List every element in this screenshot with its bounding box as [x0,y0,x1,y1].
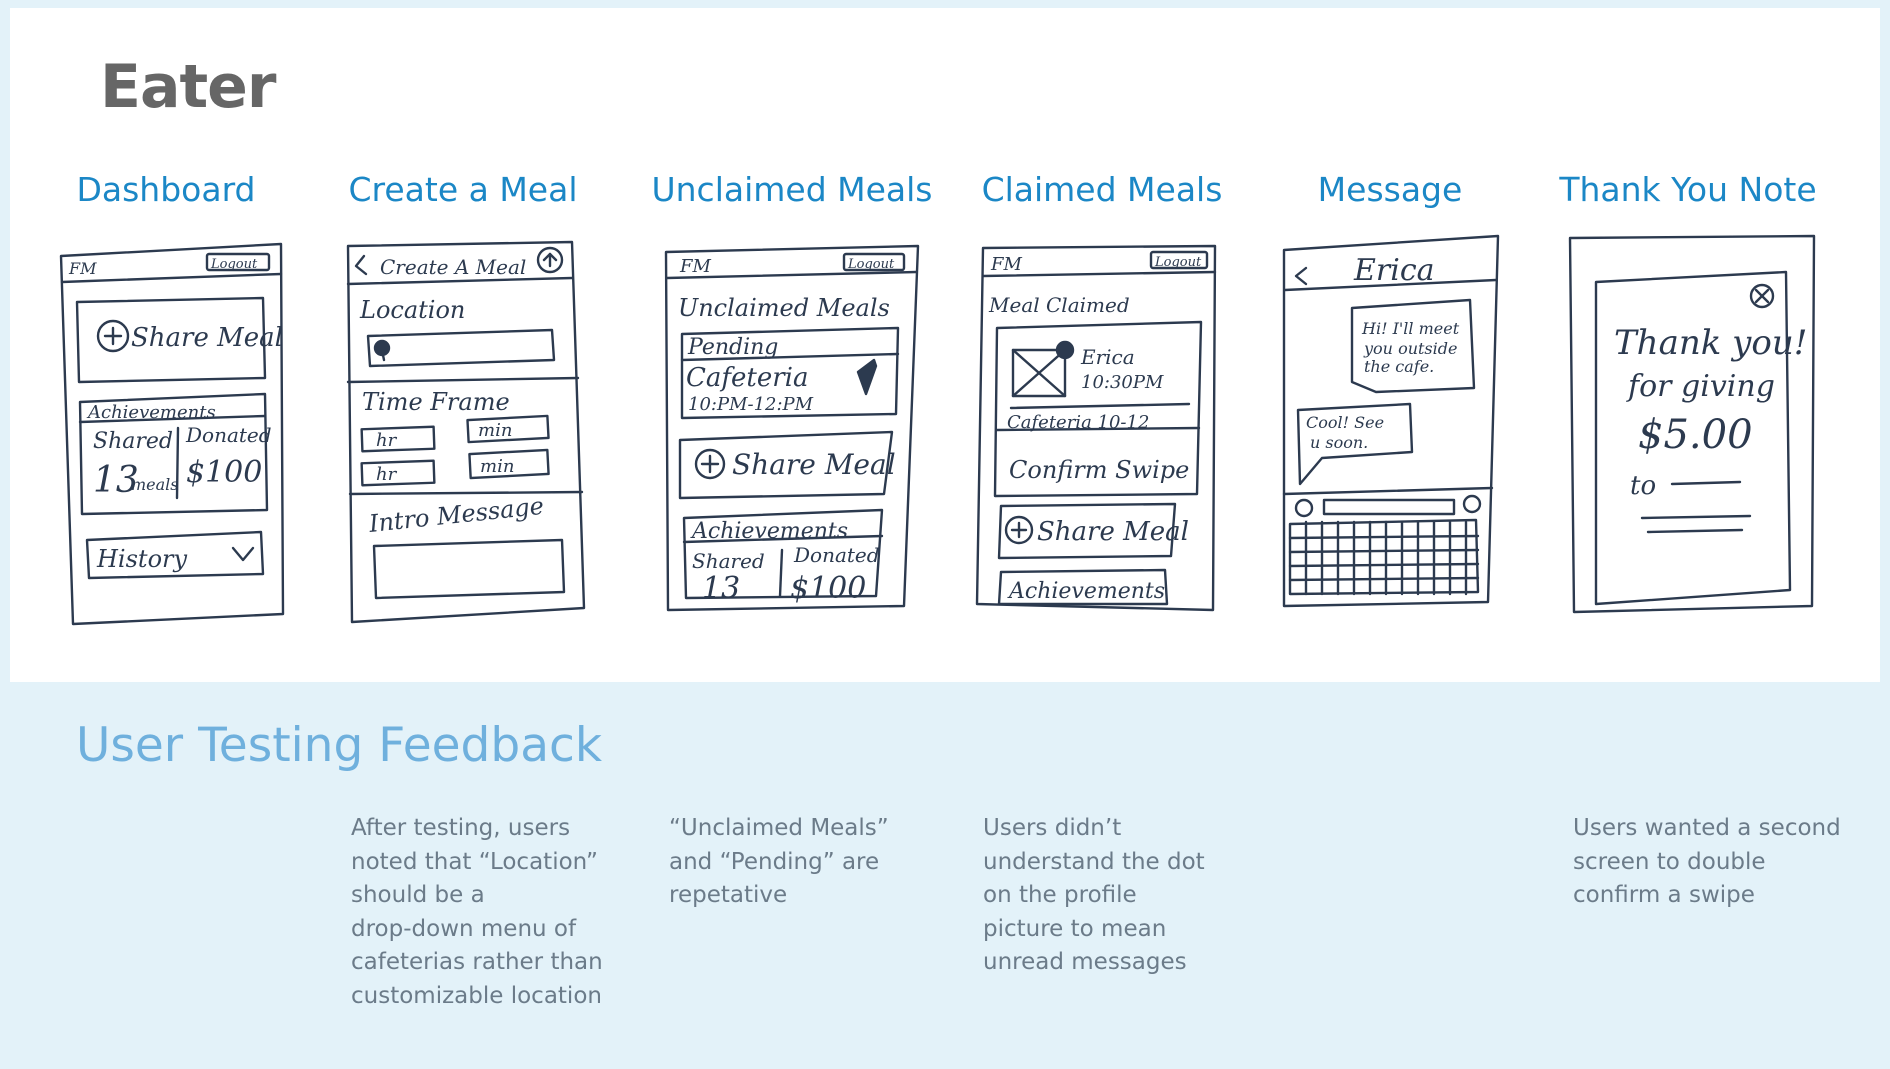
history-dropdown [85,530,265,580]
svg-text:Achievements: Achievements [1007,579,1165,604]
feedback-note-unclaimed-meals: “Unclaimed Meals” and “Pending” are repe… [669,815,889,908]
svg-text:$100: $100 [790,571,866,606]
share-meal-label: Share Meal [131,323,283,353]
intro-message-label: Intro Message [367,492,545,538]
svg-text:Meal Claimed: Meal Claimed [988,293,1130,317]
create-meal-sketch: Create A Meal Location Time Frame hr min… [346,240,586,624]
keyboard [1288,518,1480,596]
shared-value: 13 [93,460,139,501]
svg-text:for giving: for giving [1626,369,1775,404]
svg-text:Confirm Swipe: Confirm Swipe [1009,456,1189,484]
svg-text:Shared: Shared [692,549,765,573]
keyboard-keys [1288,520,1480,596]
svg-text:10:PM-12:PM: 10:PM-12:PM [688,394,814,415]
svg-text:$5.00: $5.00 [1638,412,1753,458]
screen-title-message: Message [1317,170,1463,209]
svg-text:13: 13 [702,571,740,606]
unclaimed-heading: Unclaimed Meals [678,294,890,322]
svg-text:Share Meal: Share Meal [1037,517,1189,547]
intro-message-field [372,538,566,600]
svg-text:Pending: Pending [687,335,778,360]
page-title: Eater [100,52,276,122]
svg-text:hr: hr [376,464,398,485]
phone-frame [1568,234,1816,614]
svg-text:Donated: Donated [793,543,880,567]
time-frame-label: Time Frame [362,388,510,416]
donated-value: $100 [186,455,262,490]
feedback-note-claimed-meals: Users didn’t understand the dot on the p… [983,815,1205,975]
achievements-label: Achievements [86,402,216,423]
svg-text:Erica: Erica [1353,253,1435,288]
share-meal-box [678,430,894,500]
svg-text:Share Meal: Share Meal [732,448,896,481]
location-field [366,328,556,368]
screen-title-create-a-meal: Create a Meal [348,170,578,209]
share-meal-box [75,296,267,384]
screen-title-dashboard: Dashboard [76,170,256,209]
achievements-box [997,568,1169,606]
send-icon [1462,494,1482,514]
svg-text:Logout: Logout [847,257,895,272]
shared-label: Shared [93,429,173,454]
achievements-box [682,508,884,600]
donated-label: Donated [185,423,272,447]
feedback-note-create-meal: After testing, users noted that “Locatio… [351,815,603,1009]
phone-frame [1282,234,1500,608]
achievements-box [78,392,269,516]
svg-text:Achievements: Achievements [690,519,848,544]
feedback-title: User Testing Feedback [76,718,603,773]
svg-text:Cool! See: Cool! See [1306,413,1384,432]
shared-unit: meals [131,475,179,494]
svg-text:10:30PM: 10:30PM [1081,372,1164,393]
edit-icon [856,358,878,396]
svg-text:Thank you!: Thank you! [1614,323,1807,363]
thank-you-note-sketch: Thank you! for giving $5.00 to [1568,234,1816,614]
message-input [1322,498,1456,516]
svg-text:Erica: Erica [1080,345,1135,369]
brand-label: FM [68,259,97,278]
screen-title-thank-you-note: Thank You Note [1559,170,1817,209]
svg-text:u soon.: u soon. [1310,433,1368,452]
unclaimed-meals-sketch: FM Logout Unclaimed Meals Pending Cafete… [664,244,920,612]
pending-card [680,326,900,420]
svg-text:hr: hr [376,430,398,451]
claimed-meals-sketch: FM Logout Meal Claimed Erica 10:30PM Caf… [975,244,1217,612]
incoming-bubble [1350,298,1476,394]
phone-frame [59,242,285,626]
phone-frame [975,244,1217,612]
phone-frame [664,244,920,612]
unread-dot [1055,340,1075,360]
svg-text:Cafeteria 10-12: Cafeteria 10-12 [1007,412,1149,433]
note-card [1594,270,1792,606]
svg-text:min: min [480,456,514,477]
profile-picture [1011,348,1067,398]
svg-text:you outside: you outside [1363,339,1457,358]
svg-text:the cafe.: the cafe. [1364,357,1434,376]
claimed-card [993,320,1203,498]
svg-text:Cafeteria: Cafeteria [686,363,808,393]
close-icon [1749,283,1775,309]
logout-label: Logout [210,257,258,272]
create-meal-header: Create A Meal [380,255,526,279]
share-meal-box [997,502,1177,560]
wireframe-panel [10,8,1880,682]
location-label: Location [359,296,465,324]
svg-text:FM: FM [679,256,711,277]
screen-title-claimed-meals: Claimed Meals [981,170,1223,209]
feedback-note-thank-you-note: Users wanted a second screen to double c… [1573,815,1841,908]
svg-text:to: to [1630,471,1656,501]
message-sketch: Erica Hi! I'll meet you outside the cafe… [1282,234,1500,608]
svg-text:min: min [478,420,512,441]
history-label: History [96,545,187,573]
screen-title-unclaimed-meals: Unclaimed Meals [651,170,933,209]
emoji-icon [1294,498,1314,518]
svg-text:FM: FM [990,254,1022,275]
svg-text:Logout: Logout [1154,255,1202,270]
svg-text:Hi! I'll meet: Hi! I'll meet [1361,319,1460,338]
dashboard-sketch: FM Logout Share Meal Achievements Shared… [59,242,285,626]
phone-frame [346,240,586,624]
outgoing-bubble [1296,402,1414,486]
